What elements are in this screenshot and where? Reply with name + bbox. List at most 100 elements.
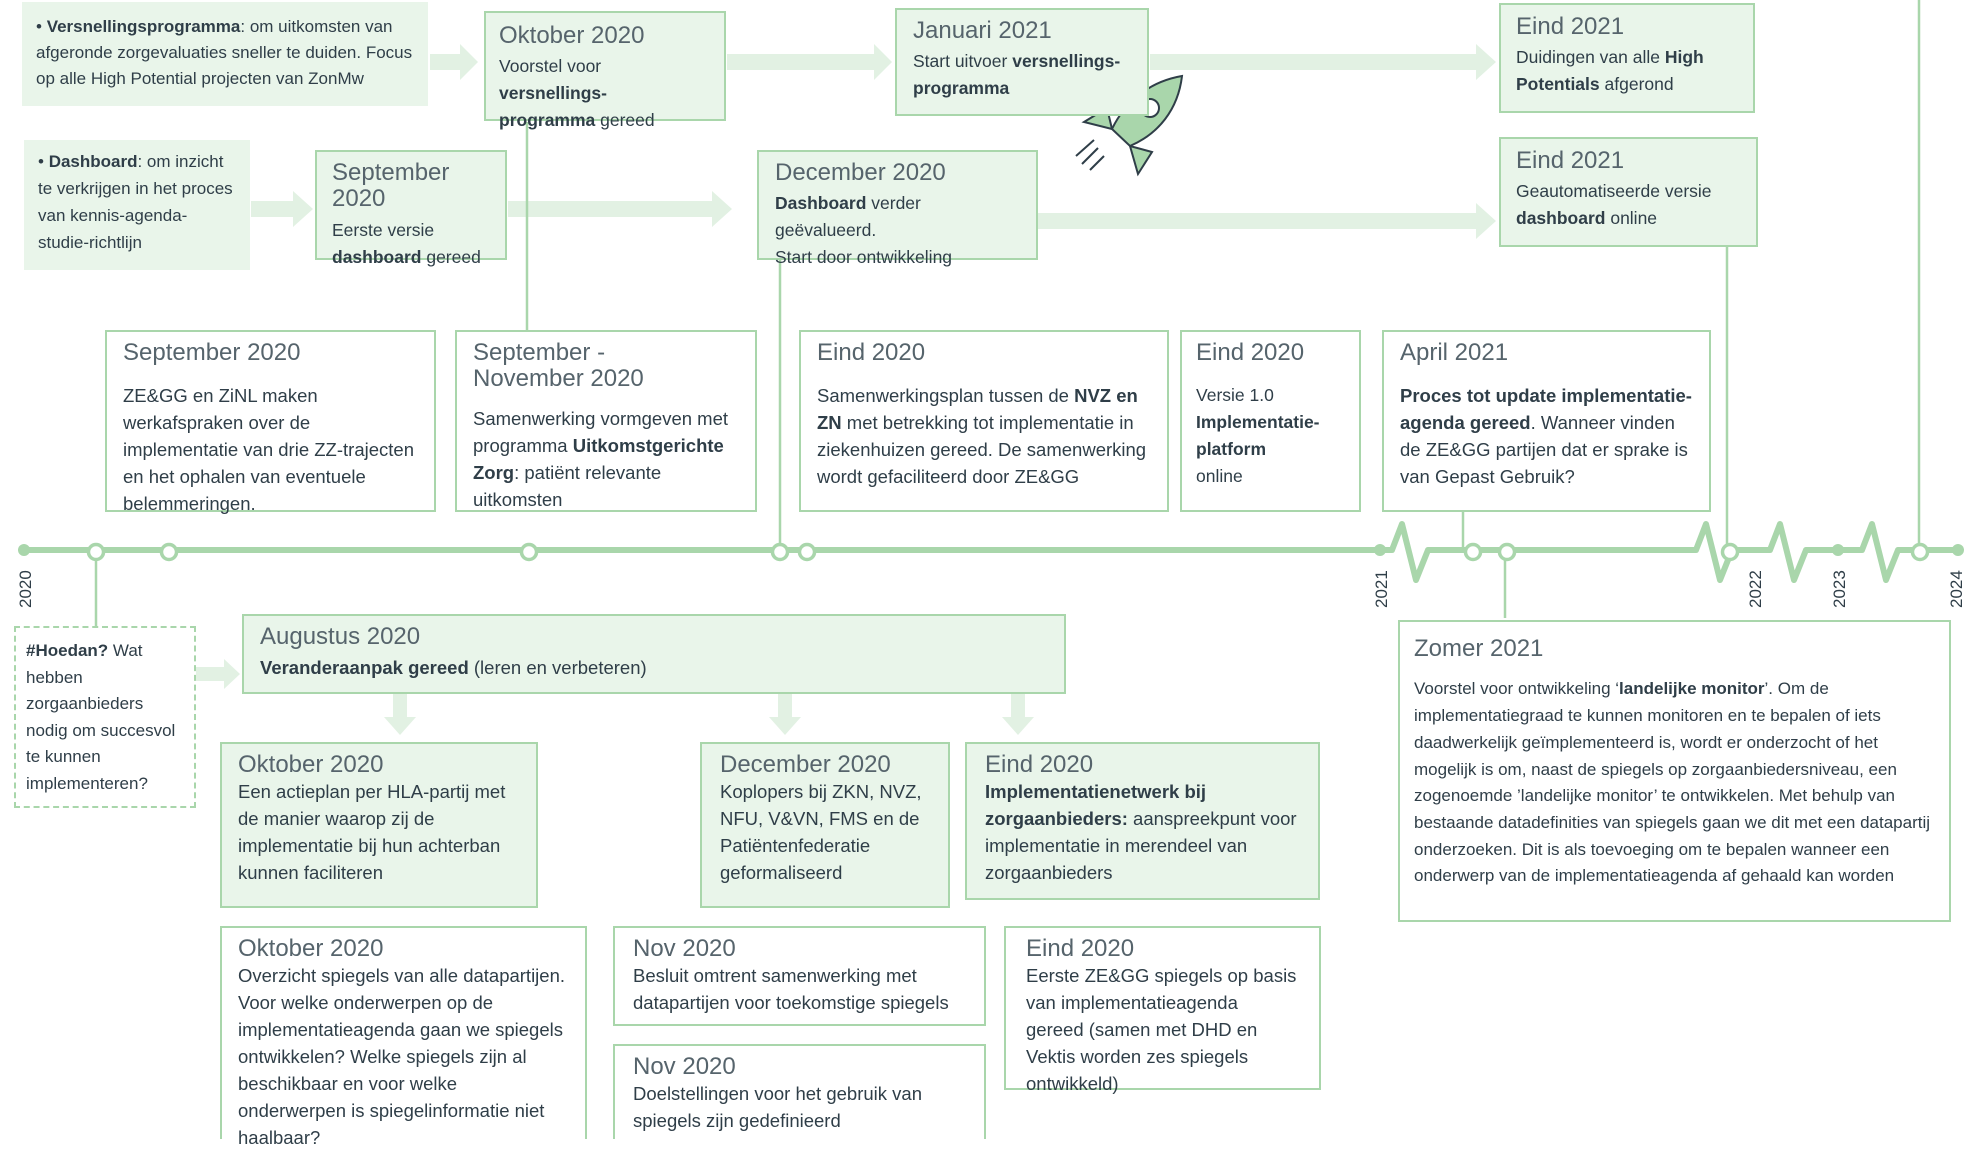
- milestone-bold: Veranderaanpak gereed: [260, 657, 469, 679]
- milestone-end-2020-platform: Eind 2020 Versie 1.0 Implementatie- plat…: [1180, 330, 1361, 512]
- milestone-bold: Implementatienetwerk bij zorgaanbieders:: [985, 781, 1207, 830]
- year-label-2020: 2020: [16, 570, 35, 608]
- milestone-title: Oktober 2020: [238, 935, 384, 962]
- arrow-track-a-1: [430, 44, 478, 80]
- milestone-bold: Dashboard: [775, 193, 867, 214]
- milestone-text: aanspreekpunt voor implementatie in mere…: [985, 808, 1297, 884]
- milestone-text: met betrekking tot implementatie in ziek…: [817, 412, 1147, 488]
- arrow-track-a-3: [1150, 44, 1496, 80]
- milestone-aug-2020: Augustus 2020 Veranderaanpak gereed (ler…: [242, 614, 1066, 694]
- arrow-down-1: [384, 694, 416, 735]
- milestone-text: Eerste ZE&GG spiegels op basis van imple…: [1026, 965, 1297, 1095]
- milestone-bold: landelijke monitor: [1619, 679, 1765, 699]
- milestone-end-2021-duidingen: Eind 2021 Duidingen van alle High Potent…: [1499, 3, 1755, 113]
- milestone-jan-2021-versnelling: Januari 2021 Start uitvoer versnellings-…: [895, 8, 1149, 116]
- milestone-summer-2021: Zomer 2021 Voorstel voor ontwikkeling ‘l…: [1398, 620, 1951, 922]
- year-label-2022: 2022: [1746, 570, 1765, 608]
- year-label-2023: 2023: [1830, 570, 1849, 608]
- milestone-text: afgerond: [1599, 74, 1674, 95]
- milestone-text: Start uitvoer: [913, 51, 1013, 72]
- arrow-track-b-1: [251, 191, 313, 227]
- milestone-bold: Uitkomstgerichte Zorg: [473, 434, 724, 483]
- milestone-text: (leren en verbeteren): [468, 657, 647, 679]
- track-b-intro: • Dashboard: om inzicht te verkrijgen in…: [24, 140, 250, 270]
- milestone-end-2020-netwerk: Eind 2020 Implementatienetwerk bij zorga…: [965, 742, 1320, 900]
- milestone-title: Eind 2020: [1026, 935, 1135, 962]
- milestone-bold: dashboard: [1516, 208, 1606, 229]
- milestone-text: Een actieplan per HLA-partij met de mani…: [238, 781, 506, 884]
- milestone-nov-2020-doelstellingen: Nov 2020 Doelstellingen voor het gebruik…: [613, 1044, 986, 1139]
- milestone-nov-2020-besluit: Nov 2020 Besluit omtrent samenwerking me…: [613, 926, 986, 1026]
- milestone-text: ’. Om de implementatiegraad te kunnen mo…: [1414, 679, 1931, 886]
- arrow-hoedan: [196, 659, 240, 689]
- milestone-text: online: [1196, 466, 1243, 487]
- year-label-2021: 2021: [1372, 570, 1391, 608]
- milestone-title: September - November 2020: [473, 339, 644, 393]
- milestone-text: Geautomatiseerde versie: [1516, 181, 1712, 202]
- milestone-bold: Implementatie- platform: [1196, 412, 1320, 460]
- milestone-sep-2020-dashboard: September 2020 Eerste versie dashboard g…: [315, 150, 507, 267]
- milestone-bold: versnellings- programma: [913, 51, 1121, 99]
- milestone-title: Zomer 2021: [1414, 635, 1544, 662]
- milestone-title: Nov 2020: [633, 1053, 736, 1080]
- milestone-text: Voorstel voor: [499, 56, 602, 77]
- milestone-text: Samenwerking vormgeven met programma: [473, 407, 728, 456]
- milestone-apr-2021: April 2021 Proces tot update implementat…: [1382, 330, 1711, 512]
- milestone-title: Nov 2020: [633, 935, 736, 962]
- track-b-intro-text: : om inzicht te verkrijgen in het proces…: [38, 152, 233, 252]
- milestone-bold: versnellings- programma: [499, 83, 607, 131]
- milestone-sep-nov-2020: September - November 2020 Samenwerking v…: [455, 330, 757, 512]
- milestone-title: December 2020: [775, 159, 946, 186]
- milestone-title: December 2020: [720, 751, 891, 778]
- milestone-text: Voorstel voor ontwikkeling ‘: [1414, 679, 1620, 699]
- hoedan-text: Wat hebben zorgaanbieders nodig om succe…: [26, 641, 176, 793]
- milestone-text: Eerste versie: [332, 219, 435, 240]
- milestone-end-2020-spiegels: Eind 2020 Eerste ZE&GG spiegels op basis…: [1004, 926, 1321, 1094]
- milestone-text: Overzicht spiegels van alle datapartijen…: [238, 965, 566, 1149]
- arrow-down-3: [1002, 694, 1034, 735]
- milestone-title: September 2020: [123, 339, 301, 366]
- milestone-bold: NVZ en ZN: [817, 385, 1138, 434]
- milestone-title: Eind 2020: [817, 339, 926, 366]
- milestone-title: Januari 2021: [913, 17, 1052, 44]
- milestone-title: Oktober 2020: [238, 751, 384, 778]
- hoedan-box: #Hoedan? Wat hebben zorgaanbieders nodig…: [14, 626, 196, 808]
- milestone-title: Augustus 2020: [260, 623, 421, 650]
- milestone-text: . Wanneer vinden de ZE&GG partijen dat e…: [1400, 412, 1688, 488]
- milestone-bold: Proces tot update implementatie-agenda g…: [1400, 385, 1692, 434]
- milestone-text: Doelstellingen voor het gebruik van spie…: [633, 1083, 922, 1132]
- milestone-sep-2020-zinl: September 2020 ZE&GG en ZiNL maken werka…: [105, 330, 436, 514]
- milestone-bold: High Potentials: [1516, 47, 1704, 95]
- milestone-text: ZE&GG en ZiNL maken werkafspraken over d…: [123, 385, 414, 515]
- arrow-track-b-3: [1037, 203, 1496, 239]
- milestone-dec-2020-dashboard: December 2020 Dashboard verder geëvaluee…: [757, 150, 1038, 267]
- milestone-dec-2020-koplopers: December 2020 Koplopers bij ZKN, NVZ, NF…: [700, 742, 950, 908]
- milestone-text: : patiënt relevante uitkomsten: [473, 461, 662, 510]
- milestone-title: April 2021: [1400, 339, 1509, 366]
- milestone-oct-2020-actieplan: Oktober 2020 Een actieplan per HLA-parti…: [220, 742, 538, 908]
- milestone-end-2021-dashboard: Eind 2021 Geautomatiseerde versie dashbo…: [1499, 137, 1758, 247]
- timeline-line: [22, 521, 1960, 583]
- arrow-down-2: [769, 694, 801, 735]
- milestone-text: Versie 1.0: [1196, 385, 1274, 406]
- milestone-text: Besluit omtrent samenwerking met datapar…: [633, 965, 949, 1014]
- track-a-intro: • Versnellingsprogramma: om uitkomsten v…: [22, 2, 428, 106]
- milestone-text: Duidingen van alle: [1516, 47, 1665, 68]
- milestone-text: Koplopers bij ZKN, NVZ, NFU, V&VN, FMS e…: [720, 781, 922, 884]
- milestone-text: gereed: [421, 246, 481, 267]
- milestone-title: Eind 2021: [1516, 147, 1625, 174]
- milestone-title: Oktober 2020: [499, 22, 645, 49]
- track-b-intro-lead: Dashboard: [48, 152, 138, 171]
- milestone-text: online: [1605, 208, 1658, 229]
- milestone-text: gereed: [595, 110, 655, 131]
- milestone-text: verder geëvalueerd. Start door ontwikkel…: [775, 193, 953, 268]
- milestone-bold: dashboard: [332, 246, 422, 267]
- year-label-2024: 2024: [1947, 570, 1966, 608]
- milestone-end-2020-nvz: Eind 2020 Samenwerkingsplan tussen de NV…: [799, 330, 1169, 512]
- hoedan-lead: #Hoedan?: [26, 641, 109, 660]
- arrow-track-a-2: [727, 44, 892, 80]
- track-a-intro-lead: Versnellingsprogramma: [46, 17, 241, 36]
- track-a-intro-text: : om uitkomsten van afgeronde zorgevalua…: [36, 17, 413, 88]
- arrow-track-b-2: [508, 191, 732, 227]
